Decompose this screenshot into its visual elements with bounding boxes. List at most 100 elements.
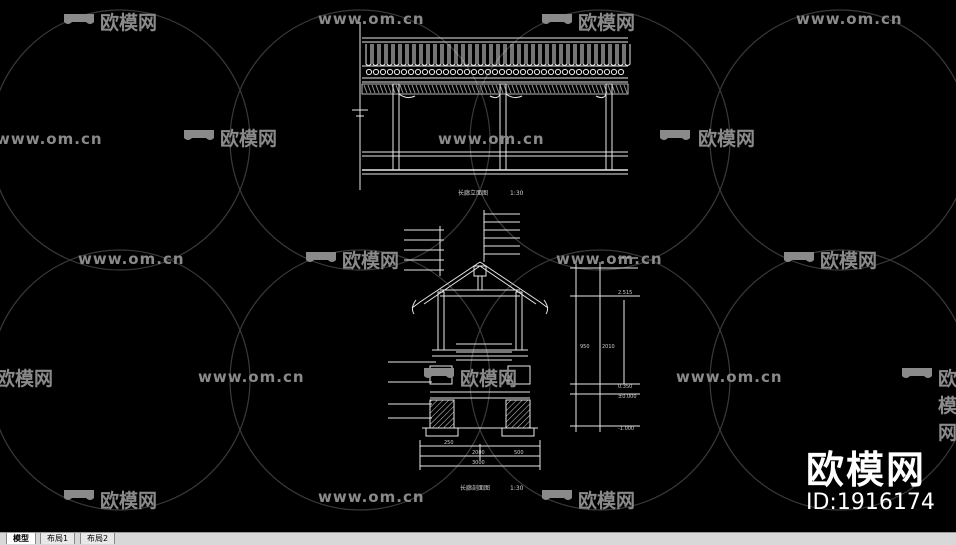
- eave-tile-end: [365, 68, 373, 76]
- eave-tile-end: [603, 68, 611, 76]
- lattice-bar: [535, 84, 540, 94]
- watermark-brand: 欧模网: [820, 250, 878, 272]
- lattice-bar: [623, 84, 628, 94]
- watermark-brand: 欧模网: [578, 490, 636, 512]
- eave-tile-end: [372, 68, 380, 76]
- brand-stamp: 欧模网 ID:1916174: [806, 450, 935, 516]
- lattice-bar: [431, 84, 436, 94]
- tab-layout1[interactable]: 布局1: [40, 533, 76, 544]
- watermark-brand: 欧模网: [460, 368, 518, 390]
- roof-tile: [421, 44, 428, 66]
- roof-tile: [526, 44, 533, 66]
- tab-model[interactable]: 模型: [6, 533, 36, 544]
- watermark-site: www.om.cn: [796, 10, 903, 28]
- lattice-bar: [495, 84, 500, 94]
- roof-tile: [470, 44, 477, 66]
- eave-tile-end: [470, 68, 478, 76]
- watermark-site: www.om.cn: [78, 250, 185, 268]
- lattice-bar: [443, 84, 448, 94]
- tab-layout2[interactable]: 布局2: [80, 533, 116, 544]
- roof-tile: [428, 44, 435, 66]
- eave-tile-end: [547, 68, 555, 76]
- lattice-bar: [575, 84, 580, 94]
- roof-tile: [596, 44, 603, 66]
- watermark-brand: 欧模网: [100, 12, 158, 34]
- lattice-bar: [595, 84, 600, 94]
- lattice-bar: [567, 84, 572, 94]
- section-dim-col-b: 500: [514, 450, 524, 456]
- roof-tile: [533, 44, 540, 66]
- lattice-bar: [411, 84, 416, 94]
- eave-tile-end: [519, 68, 527, 76]
- elev-c: ±0.000: [618, 394, 637, 400]
- eave-tile-end: [428, 68, 436, 76]
- lattice-bar: [487, 84, 492, 94]
- cad-drawing-canvas[interactable]: 长廊立面图 1:30: [0, 0, 956, 532]
- lattice-bar: [579, 84, 584, 94]
- eave-tile-end: [498, 68, 506, 76]
- roof-tile: [365, 44, 372, 66]
- lattice-bar: [547, 84, 552, 94]
- roof-tile: [519, 44, 526, 66]
- elevation-drawing: [352, 22, 631, 190]
- roof-tile: [547, 44, 554, 66]
- roof-tile: [540, 44, 547, 66]
- lattice-bar: [439, 84, 444, 94]
- lattice-bar: [615, 84, 620, 94]
- lattice-bar: [551, 84, 556, 94]
- watermark-brand: 欧模网: [220, 128, 278, 150]
- lattice-bar: [583, 84, 588, 94]
- lattice-bar: [455, 84, 460, 94]
- lattice-bar: [475, 84, 480, 94]
- brand-stamp-name: 欧模网: [806, 448, 927, 492]
- lattice-bar: [379, 84, 384, 94]
- roof-tile: [554, 44, 561, 66]
- lattice-bar: [459, 84, 464, 94]
- eave-tile-end: [617, 68, 625, 76]
- roof-tile: [414, 44, 421, 66]
- eave-tile-end: [393, 68, 401, 76]
- eave-tile-end: [407, 68, 415, 76]
- section-dim-bay: 2000: [472, 450, 485, 456]
- eave-tile-end: [449, 68, 457, 76]
- roof-tile: [400, 44, 407, 66]
- lattice-bar: [407, 84, 412, 94]
- eave-tile-end: [561, 68, 569, 76]
- eave-tile-end: [477, 68, 485, 76]
- lattice-bar: [483, 84, 488, 94]
- eave-tile-end: [456, 68, 464, 76]
- roof-tile: [610, 44, 617, 66]
- lattice-bar: [543, 84, 548, 94]
- watermark-site: www.om.cn: [676, 368, 783, 386]
- watermark-brand: 欧模网: [100, 490, 158, 512]
- lattice-bar: [587, 84, 592, 94]
- lattice-bar: [571, 84, 576, 94]
- lattice-bar: [447, 84, 452, 94]
- watermark-site: www.om.cn: [318, 488, 425, 506]
- elev-a: 2.515: [618, 290, 632, 296]
- lattice-bar: [399, 84, 404, 94]
- lattice-bar: [523, 84, 528, 94]
- section-drawing: [388, 210, 549, 470]
- eave-tile-end: [512, 68, 520, 76]
- lattice-bar: [463, 84, 468, 94]
- lattice-bar: [599, 84, 604, 94]
- lattice-bar: [555, 84, 560, 94]
- lattice-bar: [559, 84, 564, 94]
- lattice-bar: [479, 84, 484, 94]
- watermark-site: www.om.cn: [318, 10, 425, 28]
- lattice-bar: [467, 84, 472, 94]
- lattice-bar: [619, 84, 624, 94]
- lattice-bar: [387, 84, 392, 94]
- lattice-bar: [539, 84, 544, 94]
- watermark-circles: [0, 9, 956, 511]
- eave-tile-end: [505, 68, 513, 76]
- lattice-bar: [491, 84, 496, 94]
- brand-stamp-id: ID:1916174: [806, 490, 935, 515]
- lattice-bar: [519, 84, 524, 94]
- lattice-bar: [563, 84, 568, 94]
- section-scale: 1:30: [510, 485, 524, 492]
- elev-b: 0.350: [618, 384, 632, 390]
- eave-tile-end: [435, 68, 443, 76]
- lattice-bar: [415, 84, 420, 94]
